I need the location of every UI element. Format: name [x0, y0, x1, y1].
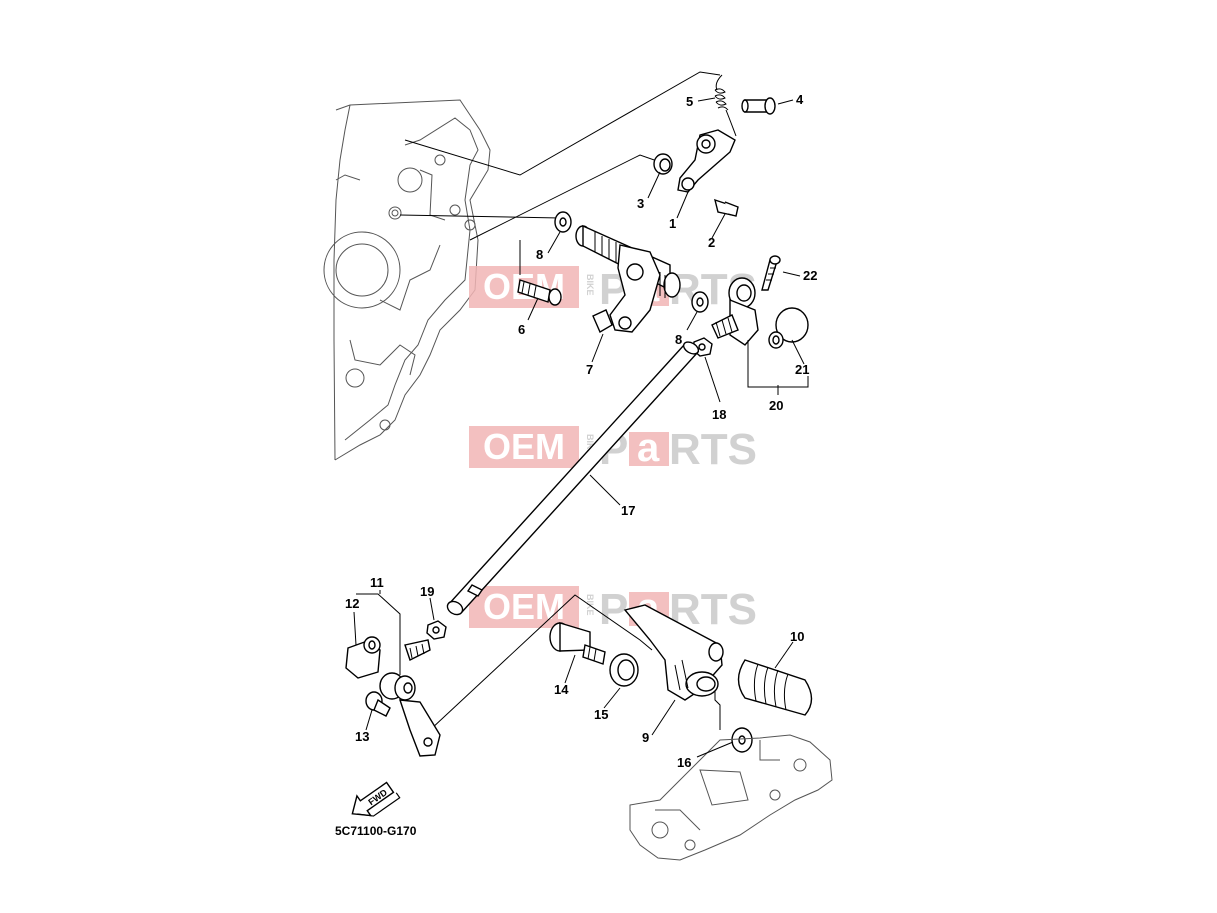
joint-part-11 — [379, 639, 441, 757]
stud-part-6 — [517, 279, 562, 306]
svg-text:a: a — [637, 426, 660, 470]
callout-2: 2 — [708, 235, 715, 250]
callout-7: 7 — [586, 362, 593, 377]
callout-21: 21 — [795, 362, 809, 377]
callout-8-lower: 8 — [675, 332, 682, 347]
washer-part-15 — [609, 653, 639, 687]
callout-10: 10 — [790, 629, 804, 644]
joint-part-20 — [711, 277, 759, 346]
washer-part-8-upper — [554, 211, 572, 233]
catalog-code: 5C71100-G170 — [335, 824, 417, 838]
nut-part-19 — [426, 620, 447, 640]
footrest-bracket-outline — [629, 734, 833, 861]
shift-arm-part-1 — [677, 129, 736, 193]
bolt-part-13 — [365, 691, 391, 717]
callout-4: 4 — [796, 92, 804, 107]
callout-11: 11 — [370, 575, 384, 590]
shift-shaft-part-7 — [575, 224, 681, 334]
svg-text:OEM: OEM — [483, 586, 565, 627]
svg-text:BIKE: BIKE — [585, 594, 595, 616]
svg-text:RTS: RTS — [669, 425, 757, 474]
callout-22: 22 — [803, 268, 817, 283]
pedal-rubber-part-10 — [737, 659, 813, 716]
callout-6: 6 — [518, 322, 525, 337]
svg-text:P: P — [599, 585, 628, 634]
shift-rod-part-17 — [446, 341, 700, 616]
screw-part-22 — [761, 255, 781, 291]
callout-3: 3 — [637, 196, 644, 211]
leader-lines — [353, 97, 809, 758]
bolt-part-2 — [714, 198, 739, 217]
joint-part-12 — [345, 636, 381, 679]
svg-text:OEM: OEM — [483, 426, 565, 467]
washer-part-8-lower — [691, 291, 709, 313]
collar-part-3 — [653, 153, 673, 175]
callout-18: 18 — [712, 407, 726, 422]
callout-8-upper: 8 — [536, 247, 543, 262]
callout-12: 12 — [345, 596, 359, 611]
callout-13: 13 — [355, 729, 369, 744]
crankcase-outline — [323, 99, 491, 461]
callout-17: 17 — [621, 503, 635, 518]
callout-19: 19 — [420, 584, 434, 599]
callout-14: 14 — [554, 682, 569, 697]
callout-5: 5 — [686, 94, 693, 109]
callout-9: 9 — [642, 730, 649, 745]
pin-part-4 — [741, 97, 776, 115]
fwd-arrow-icon: FWD — [351, 781, 401, 817]
joint-part-21 — [768, 307, 809, 349]
assembly-lines — [399, 71, 721, 731]
svg-text:BIKE: BIKE — [585, 434, 595, 456]
callouts: 1 2 3 4 5 6 7 8 8 9 10 11 12 13 14 15 16… — [345, 92, 817, 770]
callout-15: 15 — [594, 707, 608, 722]
callout-20: 20 — [769, 398, 783, 413]
callout-1: 1 — [669, 216, 676, 231]
washer-part-16 — [731, 727, 753, 753]
spring-part-5 — [714, 74, 737, 137]
pivot-part-14 — [549, 622, 606, 665]
shift-pedal-part-9 — [623, 604, 724, 701]
callout-16: 16 — [677, 755, 691, 770]
svg-text:BIKE: BIKE — [585, 274, 595, 296]
